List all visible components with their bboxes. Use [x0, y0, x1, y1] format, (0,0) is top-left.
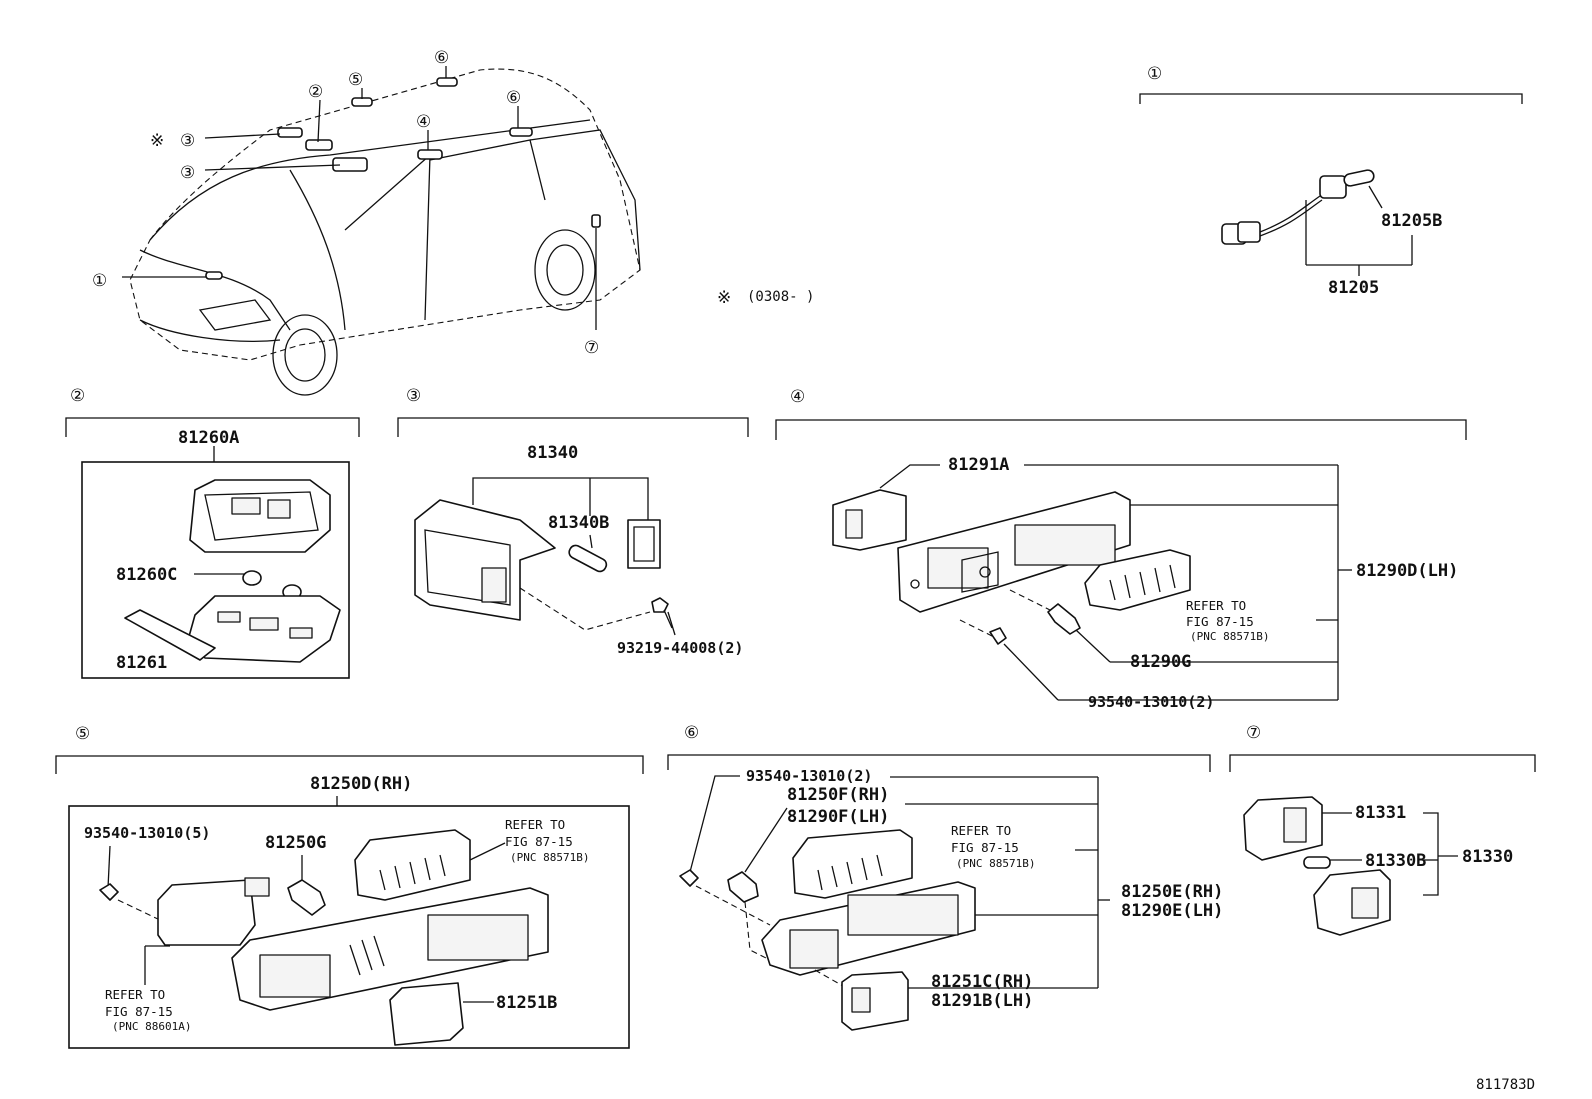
callout-6-right: ⑥	[506, 88, 521, 108]
s5-refer1-line1: REFER TO	[505, 817, 565, 832]
part-93540-13010-s5: 93540-13010(5)	[84, 824, 210, 842]
part-81250G: 81250G	[265, 833, 326, 853]
s5-refer2-line1: REFER TO	[105, 987, 165, 1002]
section-1-number: ①	[1147, 64, 1162, 84]
section-1: ① 81205B 81205	[1139, 64, 1523, 298]
part-81290E-LH: 81290E(LH)	[1121, 901, 1223, 921]
section-6-number: ⑥	[684, 723, 699, 743]
callout-3-bottom: ③	[180, 163, 195, 183]
callout-7: ⑦	[584, 338, 599, 358]
s6-refer-line1: REFER TO	[951, 823, 1011, 838]
part-81205B: 81205B	[1381, 211, 1442, 231]
part-81251C-RH: 81251C(RH)	[931, 972, 1033, 992]
legend-note: ※ (0308- )	[717, 288, 814, 308]
s6-refer-line2: FIG 87-15	[951, 840, 1019, 855]
s6-refer-line3: (PNC 88571B)	[956, 857, 1035, 870]
part-81205: 81205	[1328, 278, 1379, 298]
section-2: ② 81260A 81260C 81261	[65, 386, 360, 679]
callout-5: ⑤	[348, 70, 363, 90]
part-81291A: 81291A	[948, 455, 1009, 475]
diagram-code: 811783D	[1476, 1077, 1535, 1093]
section-4: ④ 81291A 81290D(LH) REFER TO FIG 87-15 (…	[775, 387, 1467, 711]
part-81260C: 81260C	[116, 565, 177, 585]
van-overview: ① ③ ※ ③ ② ⑤ ⑥ ④ ⑥ ⑦	[92, 48, 641, 396]
section-2-number: ②	[70, 386, 85, 406]
part-81290G: 81290G	[1130, 652, 1191, 672]
part-81250F-RH: 81250F(RH)	[787, 785, 889, 805]
section-5: ⑤ 81250D(RH) 93540-13010(5) 81250G REFER…	[55, 724, 644, 1049]
part-93219-44008: 93219-44008(2)	[617, 639, 743, 657]
s4-refer-line2: FIG 87-15	[1186, 614, 1254, 629]
part-81290F-LH: 81290F(LH)	[787, 807, 889, 827]
section-6: ⑥ 93540-13010(2) 81250F(RH) 81290F(LH) R…	[667, 723, 1223, 1031]
part-81251B: 81251B	[496, 993, 557, 1013]
legend-text: (0308- )	[747, 289, 814, 305]
part-93540-13010-s4: 93540-13010(2)	[1088, 693, 1214, 711]
part-81330: 81330	[1462, 847, 1513, 867]
part-81291B-LH: 81291B(LH)	[931, 991, 1033, 1011]
part-81340: 81340	[527, 443, 578, 463]
s4-refer-line1: REFER TO	[1186, 598, 1246, 613]
part-81330B: 81330B	[1365, 851, 1426, 871]
part-81261: 81261	[116, 653, 167, 673]
callout-4: ④	[416, 112, 431, 132]
part-81250D-RH: 81250D(RH)	[310, 774, 412, 794]
s5-refer2-line2: FIG 87-15	[105, 1004, 173, 1019]
callout-1: ①	[92, 271, 107, 291]
callout-6-top: ⑥	[434, 48, 449, 68]
part-81331: 81331	[1355, 803, 1406, 823]
callout-2: ②	[308, 82, 323, 102]
section-7-number: ⑦	[1246, 723, 1261, 743]
section-3-number: ③	[406, 386, 421, 406]
asterisk-mark: ※	[150, 131, 164, 151]
part-81260A: 81260A	[178, 428, 239, 448]
part-81290D-LH: 81290D(LH)	[1356, 561, 1458, 581]
legend-mark: ※	[717, 288, 731, 308]
part-81340B: 81340B	[548, 513, 609, 533]
section-5-number: ⑤	[75, 724, 90, 744]
s5-refer1-line3: (PNC 88571B)	[510, 851, 589, 864]
s5-refer1-line2: FIG 87-15	[505, 834, 573, 849]
part-93540-13010-s6: 93540-13010(2)	[746, 767, 872, 785]
section-7: ⑦ 81331 81330 81330B	[1229, 723, 1536, 936]
part-81250E-RH: 81250E(RH)	[1121, 882, 1223, 902]
section-4-number: ④	[790, 387, 805, 407]
s5-refer2-line3: (PNC 88601A)	[112, 1020, 191, 1033]
s4-refer-line3: (PNC 88571B)	[1190, 630, 1269, 643]
section-3: ③ 81340 81340B 93219-44008(2)	[397, 386, 749, 657]
callout-3-top: ③	[180, 131, 195, 151]
